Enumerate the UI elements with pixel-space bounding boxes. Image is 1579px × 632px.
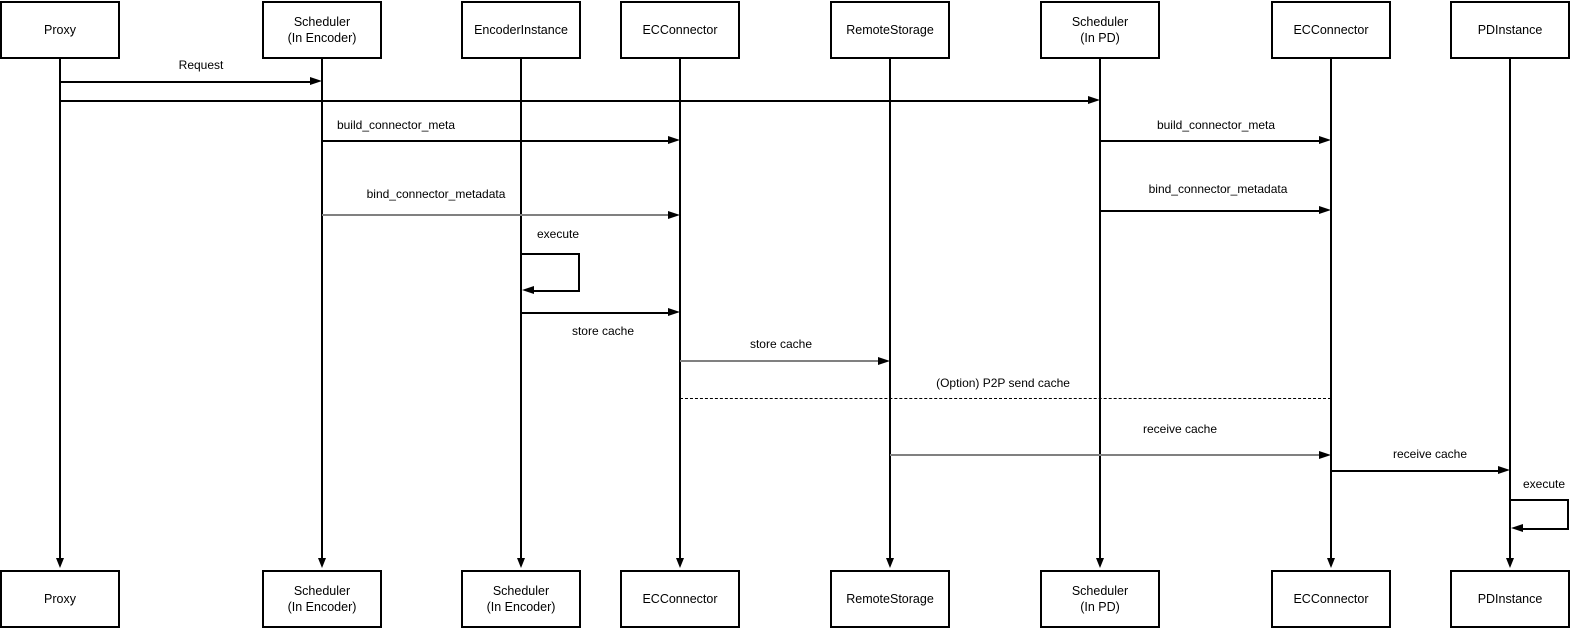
message-label: (Option) P2P send cache <box>934 376 1072 390</box>
message-label: execute <box>535 227 582 241</box>
message-line-7 <box>521 312 670 314</box>
participant-bottom-box-pd-instance: PDInstance <box>1450 570 1570 628</box>
participant-label: Proxy <box>44 23 76 37</box>
lifeline-encoder-instance <box>520 59 522 558</box>
message-label: execute <box>1521 477 1568 491</box>
self-message-arrowhead-icon-12 <box>1511 524 1523 533</box>
participant-label: ECConnector <box>1293 23 1369 37</box>
participant-label: ECConnector <box>1293 592 1369 606</box>
message-label: receive cache <box>1140 422 1220 436</box>
message-label: build_connector_meta <box>1154 118 1278 132</box>
participant-label: RemoteStorage <box>846 592 934 606</box>
participant-bottom-box-ec-connector-encoder: ECConnector <box>620 570 740 628</box>
participant-label: Scheduler(In Encoder) <box>486 584 556 614</box>
participant-bottom-box-scheduler-in-encoder: Scheduler(In Encoder) <box>262 570 382 628</box>
participant-label: ECConnector <box>642 592 718 606</box>
message-line-2 <box>322 140 670 142</box>
lifeline-pd-instance <box>1509 59 1511 558</box>
participant-label: Scheduler(In Encoder) <box>287 584 357 614</box>
lifeline-end-arrow-icon-pd-instance <box>1505 558 1514 568</box>
participant-top-box-remote-storage: RemoteStorage <box>830 1 950 59</box>
participant-label: EncoderInstance <box>474 23 568 37</box>
participant-top-box-scheduler-in-encoder: Scheduler(In Encoder) <box>262 1 382 59</box>
participant-label: Scheduler(In PD) <box>1071 15 1129 45</box>
message-label: receive cache <box>1390 447 1470 461</box>
lifeline-end-arrow-icon-proxy <box>55 558 64 568</box>
participant-label: ECConnector <box>642 23 718 37</box>
lifeline-ec-connector-pd <box>1330 59 1332 558</box>
message-line-9 <box>680 398 1331 399</box>
participant-label: PDInstance <box>1477 23 1543 37</box>
participant-bottom-box-remote-storage: RemoteStorage <box>830 570 950 628</box>
participant-label: Scheduler(In PD) <box>1071 584 1129 614</box>
lifeline-ec-connector-encoder <box>679 59 681 558</box>
message-label: bind_connector_metadata <box>1146 182 1290 196</box>
participant-top-box-pd-instance: PDInstance <box>1450 1 1570 59</box>
message-line-10 <box>890 454 1321 456</box>
message-arrowhead-icon-11 <box>1498 466 1510 475</box>
message-arrowhead-icon-8 <box>878 356 890 365</box>
message-arrowhead-icon-5 <box>1319 206 1331 215</box>
participant-label: PDInstance <box>1477 592 1543 606</box>
message-line-4 <box>322 214 670 216</box>
message-arrowhead-icon-1 <box>1088 96 1100 105</box>
lifeline-end-arrow-icon-remote-storage <box>885 558 894 568</box>
message-arrowhead-icon-0 <box>310 77 322 86</box>
message-label: Request <box>176 58 226 72</box>
participant-bottom-box-proxy: Proxy <box>0 570 120 628</box>
participant-top-box-encoder-instance: EncoderInstance <box>461 1 581 59</box>
participant-top-box-ec-connector-encoder: ECConnector <box>620 1 740 59</box>
message-arrowhead-icon-10 <box>1319 450 1331 459</box>
self-message-bottom-line-12 <box>1520 528 1569 530</box>
lifeline-end-arrow-icon-ec-connector-encoder <box>675 558 684 568</box>
participant-label: RemoteStorage <box>846 23 934 37</box>
lifeline-end-arrow-icon-encoder-instance <box>516 558 525 568</box>
participant-label: Proxy <box>44 592 76 606</box>
self-message-arrowhead-icon-6 <box>522 286 534 295</box>
message-line-5 <box>1100 210 1321 212</box>
message-line-3 <box>1100 140 1321 142</box>
participant-bottom-box-ec-connector-pd: ECConnector <box>1271 570 1391 628</box>
participant-label: Scheduler(In Encoder) <box>287 15 357 45</box>
message-line-11 <box>1331 470 1500 472</box>
lifeline-proxy <box>59 59 61 558</box>
message-line-0 <box>60 81 312 83</box>
lifeline-end-arrow-icon-ec-connector-pd <box>1326 558 1335 568</box>
self-message-right-line-6 <box>578 253 580 292</box>
lifeline-remote-storage <box>889 59 891 558</box>
message-label: bind_connector_metadata <box>364 187 508 201</box>
message-arrowhead-icon-2 <box>668 136 680 145</box>
message-line-8 <box>680 360 880 362</box>
lifeline-end-arrow-icon-scheduler-in-pd <box>1095 558 1104 568</box>
self-message-bottom-line-6 <box>531 290 580 292</box>
participant-bottom-box-scheduler-in-pd: Scheduler(In PD) <box>1040 570 1160 628</box>
message-label: store cache <box>569 324 637 338</box>
message-line-1 <box>60 100 1090 102</box>
self-message-top-line-12 <box>1510 499 1567 501</box>
self-message-right-line-12 <box>1567 499 1569 530</box>
message-arrowhead-icon-4 <box>668 210 680 219</box>
participant-top-box-proxy: Proxy <box>0 1 120 59</box>
lifeline-scheduler-in-pd <box>1099 59 1101 558</box>
lifeline-scheduler-in-encoder <box>321 59 323 558</box>
message-arrowhead-icon-3 <box>1319 136 1331 145</box>
lifeline-end-arrow-icon-scheduler-in-encoder <box>317 558 326 568</box>
participant-top-box-scheduler-in-pd: Scheduler(In PD) <box>1040 1 1160 59</box>
message-label: build_connector_meta <box>334 118 458 132</box>
participant-bottom-box-encoder-instance: Scheduler(In Encoder) <box>461 570 581 628</box>
self-message-top-line-6 <box>521 253 578 255</box>
message-label: store cache <box>747 337 815 351</box>
participant-top-box-ec-connector-pd: ECConnector <box>1271 1 1391 59</box>
message-arrowhead-icon-7 <box>668 308 680 317</box>
